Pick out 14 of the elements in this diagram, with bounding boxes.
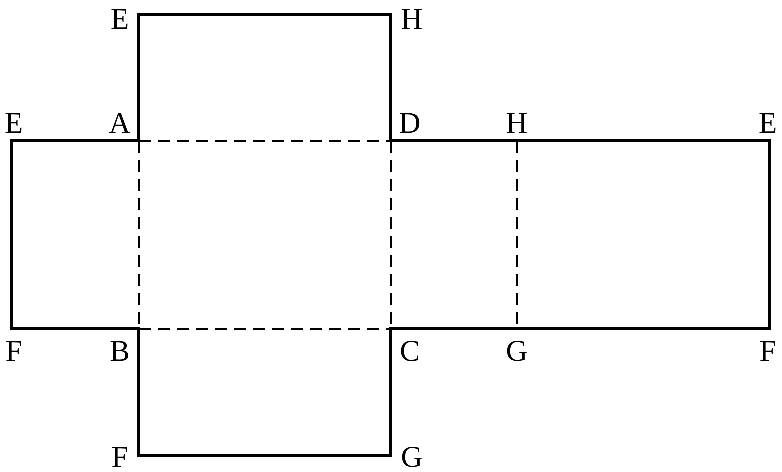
vertex-label: E (758, 109, 778, 139)
vertex-label: G (401, 443, 423, 472)
vertex-label: G (506, 337, 528, 367)
vertex-label: E (110, 5, 130, 35)
vertex-label: F (6, 337, 22, 367)
vertex-label: D (399, 109, 421, 139)
vertex-label: H (401, 5, 423, 35)
vertex-label: C (400, 337, 420, 367)
vertex-label: E (4, 109, 24, 139)
vertex-label: A (109, 109, 131, 139)
vertex-label: B (110, 337, 130, 367)
vertex-label: H (506, 109, 528, 139)
vertex-label: F (760, 337, 776, 367)
vertex-label: F (112, 443, 128, 472)
